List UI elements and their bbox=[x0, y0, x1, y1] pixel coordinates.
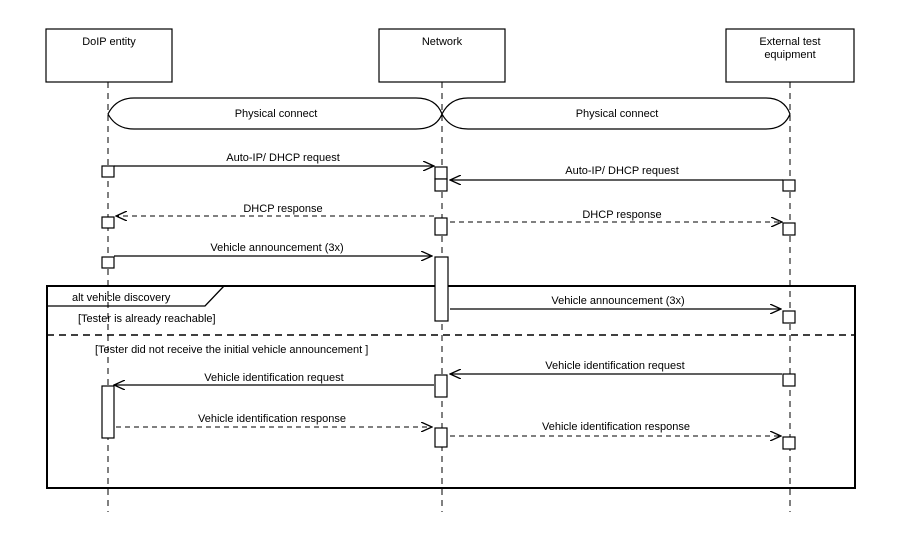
participant-doip-entity-label: DoIP entity bbox=[82, 36, 136, 48]
msg-vehicle-announcement-left-label: Vehicle announcement (3x) bbox=[210, 242, 343, 254]
activation-network-autoip-in bbox=[434, 166, 448, 180]
activation-network-id-request bbox=[434, 374, 448, 398]
activation-network-announcement bbox=[434, 256, 449, 322]
participant-external-test-equipment bbox=[725, 28, 855, 83]
activation-external-id-response bbox=[782, 436, 796, 450]
activation-external-dhcp bbox=[782, 222, 796, 236]
participant-external-label-line1: External test bbox=[759, 36, 820, 48]
msg-autoip-request-right-label: Auto-IP/ DHCP request bbox=[565, 165, 679, 177]
msg-dhcp-response-right-label: DHCP response bbox=[582, 209, 661, 221]
alt-fragment-frame bbox=[46, 285, 856, 489]
activation-network-dhcp bbox=[434, 217, 448, 236]
msg-vehicle-id-response-right-label: Vehicle identification response bbox=[542, 421, 690, 433]
physical-connect-right-label: Physical connect bbox=[576, 108, 659, 120]
activation-external-autoip bbox=[782, 179, 796, 192]
msg-autoip-request-left-label: Auto-IP/ DHCP request bbox=[226, 152, 340, 164]
msg-vehicle-announcement-right-label: Vehicle announcement (3x) bbox=[551, 295, 684, 307]
activation-network-id-response bbox=[434, 427, 448, 448]
participant-network-label: Network bbox=[422, 36, 463, 48]
alt-guard-reachable: [Tester is already reachable] bbox=[78, 313, 216, 325]
activation-external-id-request bbox=[782, 373, 796, 387]
activation-doip-dhcp bbox=[101, 216, 115, 229]
msg-vehicle-id-request-right-label: Vehicle identification request bbox=[545, 360, 684, 372]
participant-network bbox=[378, 28, 506, 83]
activation-doip-identification bbox=[101, 385, 115, 439]
activation-doip-autoip bbox=[101, 165, 115, 178]
msg-vehicle-id-request-left-label: Vehicle identification request bbox=[204, 372, 343, 384]
msg-vehicle-id-response-left-label: Vehicle identification response bbox=[198, 413, 346, 425]
activation-doip-announcement bbox=[101, 256, 115, 269]
activation-network-autoip-out bbox=[434, 178, 448, 192]
msg-dhcp-response-left-label: DHCP response bbox=[243, 203, 322, 215]
participant-doip-entity bbox=[45, 28, 173, 83]
participant-external-label-line2: equipment bbox=[764, 49, 815, 61]
alt-guard-not-received: [Tester did not receive the initial vehi… bbox=[95, 344, 368, 356]
alt-fragment-label: alt vehicle discovery bbox=[72, 292, 171, 304]
alt-fragment-tab bbox=[47, 285, 225, 307]
activation-external-announcement bbox=[782, 310, 796, 324]
physical-connect-right-bar bbox=[441, 97, 791, 130]
physical-connect-left-label: Physical connect bbox=[235, 108, 318, 120]
